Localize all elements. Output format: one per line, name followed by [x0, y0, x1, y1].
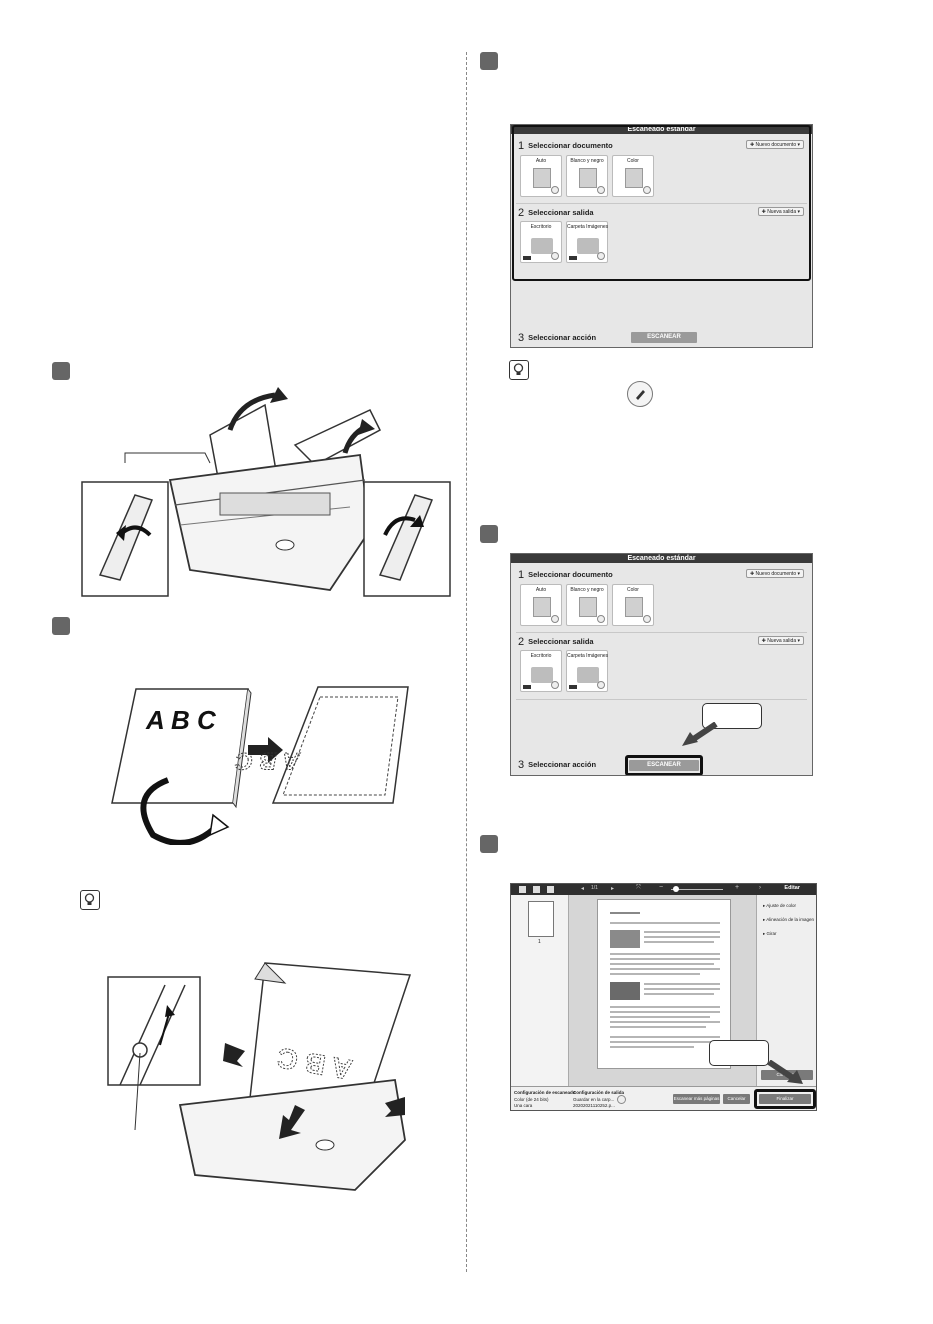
editor-title: Editar	[784, 885, 800, 891]
document-preview	[597, 899, 731, 1069]
doc-tile-bw[interactable]: Blanco y negro	[566, 584, 608, 626]
scan-button-callout	[625, 755, 703, 775]
out-tile-pictures[interactable]: Carpeta Imágenes	[566, 221, 608, 263]
edit-pen-icon	[597, 681, 605, 689]
doc-tile-auto[interactable]: Auto	[520, 584, 562, 626]
zoom-out-icon[interactable]: −	[659, 884, 664, 891]
edit-pen-icon	[643, 615, 651, 623]
pointer-arrow-icon	[682, 722, 718, 746]
thumbnail-panel: 1	[511, 895, 569, 1086]
document-flip-illustration: A B C A B C	[111, 686, 409, 845]
pointer-arrow-icon	[767, 1060, 803, 1084]
side-item-color[interactable]: ▸ Ajuste de color	[763, 903, 797, 908]
finish-button-callout	[754, 1089, 816, 1109]
out-tile-desktop[interactable]: Escritorio	[520, 221, 562, 263]
new-document-dropdown[interactable]: ✚ Nuevo documento ▾	[745, 569, 804, 578]
doc-tile-auto[interactable]: Auto	[520, 155, 562, 197]
doc-tile-color[interactable]: Color	[612, 155, 654, 197]
out-tile-desktop[interactable]: Escritorio	[520, 650, 562, 692]
scan-more-pages-button[interactable]: Escanear más páginas	[673, 1094, 720, 1104]
edit-pen-icon	[551, 252, 559, 260]
edit-pen-icon	[551, 186, 559, 194]
finish-button[interactable]: Finalizar	[759, 1094, 811, 1104]
scan-config-label: Configuración de escaneado	[514, 1090, 576, 1095]
scan-button[interactable]: ESCANEAR	[629, 760, 699, 771]
detail-view-icon[interactable]	[547, 886, 554, 893]
page-thumbnail[interactable]	[528, 901, 554, 937]
edit-pen-icon	[597, 252, 605, 260]
edit-pen-icon[interactable]	[617, 1095, 626, 1104]
thumbnail-number: 1	[538, 939, 541, 945]
step-marker	[480, 52, 498, 70]
abc-text: A B C	[145, 705, 217, 735]
column-divider	[466, 52, 467, 1272]
abc-text-mirrored: A B C	[235, 747, 301, 774]
document-loading-illustration: A B C	[107, 962, 412, 1191]
edit-pen-icon	[551, 681, 559, 689]
new-output-dropdown[interactable]: ✚ Nueva salida ▾	[757, 636, 804, 645]
doc-tile-color[interactable]: Color	[612, 584, 654, 626]
doc-tile-bw[interactable]: Blanco y negro	[566, 155, 608, 197]
output-config-label: Configuración de salida	[573, 1090, 625, 1095]
out-tile-pictures[interactable]: Carpeta Imágenes	[566, 650, 608, 692]
edit-pen-icon	[643, 186, 651, 194]
folder-icon	[531, 667, 553, 683]
screen-title: Escaneado estándar	[511, 125, 812, 134]
cancel-button[interactable]: Cancelar	[723, 1094, 750, 1104]
tip-icon	[509, 360, 529, 380]
zoom-slider[interactable]	[671, 889, 723, 890]
folder-icon	[577, 238, 599, 254]
folder-icon	[577, 667, 599, 683]
tip-icon	[80, 890, 100, 910]
editor-screen: ◂ 1/1 ▸ ⤧ − + › Editar 1	[510, 883, 817, 1111]
screen-title: Escaneado estándar	[511, 554, 812, 563]
step-marker	[52, 617, 70, 635]
folder-icon	[531, 238, 553, 254]
prev-page-icon[interactable]: ◂	[581, 886, 585, 892]
new-output-dropdown[interactable]: ✚ Nueva salida ▾	[757, 207, 804, 216]
step-marker	[52, 362, 70, 380]
side-item-alignment[interactable]: ▸ Alineación de la imagen	[763, 917, 815, 922]
edit-pen-icon	[627, 381, 653, 407]
grid-view-icon[interactable]	[519, 886, 526, 893]
click-bubble	[709, 1040, 769, 1066]
scanner-open-illustration	[81, 387, 451, 597]
list-view-icon[interactable]	[533, 886, 540, 893]
step-marker	[480, 835, 498, 853]
scan-button[interactable]: ESCANEAR	[631, 332, 697, 343]
edit-pen-icon	[597, 615, 605, 623]
highlight-callout	[512, 125, 811, 281]
side-item-rotate[interactable]: ▸ Girar	[763, 931, 777, 936]
edit-pen-icon	[597, 186, 605, 194]
step-marker	[480, 525, 498, 543]
fit-icon[interactable]: ⤧	[636, 885, 641, 891]
page-indicator: 1/1	[591, 885, 598, 891]
zoom-in-icon[interactable]: +	[735, 884, 740, 891]
new-document-dropdown[interactable]: ✚ Nuevo documento ▾	[745, 140, 804, 149]
collapse-panel-icon[interactable]: ›	[759, 885, 761, 891]
editor-toolbar: ◂ 1/1 ▸ ⤧ − + › Editar	[511, 884, 816, 895]
next-page-icon[interactable]: ▸	[611, 886, 615, 892]
zoom-slider-handle[interactable]	[673, 886, 679, 892]
edit-pen-icon	[551, 615, 559, 623]
